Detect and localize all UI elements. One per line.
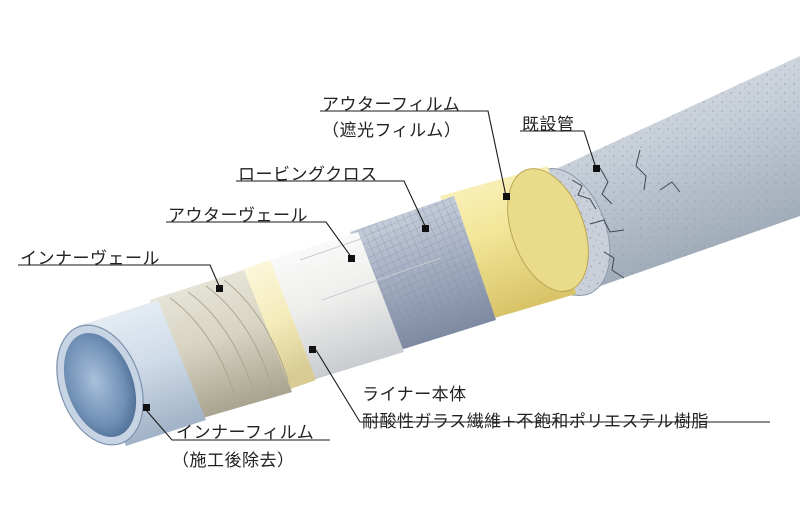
label-outer-film: アウターフィルム xyxy=(322,95,461,115)
label-roving-cloth: ロービングクロス xyxy=(238,165,378,185)
pale-band-layer xyxy=(236,260,316,392)
label-liner-material: 耐酸性ガラス繊維+不飽和ポリエステル樹脂 xyxy=(362,412,709,432)
marker-dots xyxy=(143,165,600,411)
inner-film-layer xyxy=(56,300,206,446)
label-outer-veil: アウターヴェール xyxy=(168,206,308,226)
label-outer-film-note: （遮光フィルム） xyxy=(322,121,462,141)
crack-lines xyxy=(571,149,681,279)
label-inner-veil: インナーヴェール xyxy=(20,249,160,269)
label-inner-film-note: （施工後除去） xyxy=(172,451,295,471)
label-liner-body: ライナー本体 xyxy=(362,385,467,405)
label-existing-pipe: 既設管 xyxy=(522,115,575,135)
leader-lines xyxy=(18,110,770,441)
label-inner-film: インナーフィルム xyxy=(176,423,315,443)
